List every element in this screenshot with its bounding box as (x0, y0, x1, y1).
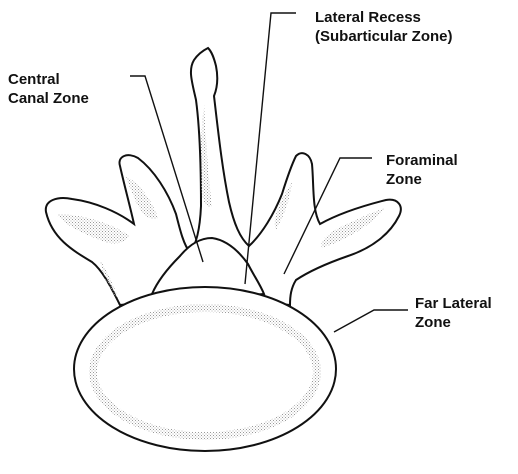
central-canal-label: Central Canal Zone (8, 70, 89, 108)
far-lateral-line1: Far Lateral (415, 294, 492, 313)
central-canal-line1: Central (8, 70, 89, 89)
far-lateral-label: Far Lateral Zone (415, 294, 492, 332)
lateral-recess-line1: Lateral Recess (315, 8, 453, 27)
foraminal-label: Foraminal Zone (386, 151, 458, 189)
foraminal-line2: Zone (386, 170, 458, 189)
far-lateral-line2: Zone (415, 313, 492, 332)
foraminal-line1: Foraminal (386, 151, 458, 170)
lateral-recess-label: Lateral Recess (Subarticular Zone) (315, 8, 453, 46)
central-canal-line2: Canal Zone (8, 89, 89, 108)
far-lateral-leader (334, 310, 408, 332)
lateral-recess-line2: (Subarticular Zone) (315, 27, 453, 46)
